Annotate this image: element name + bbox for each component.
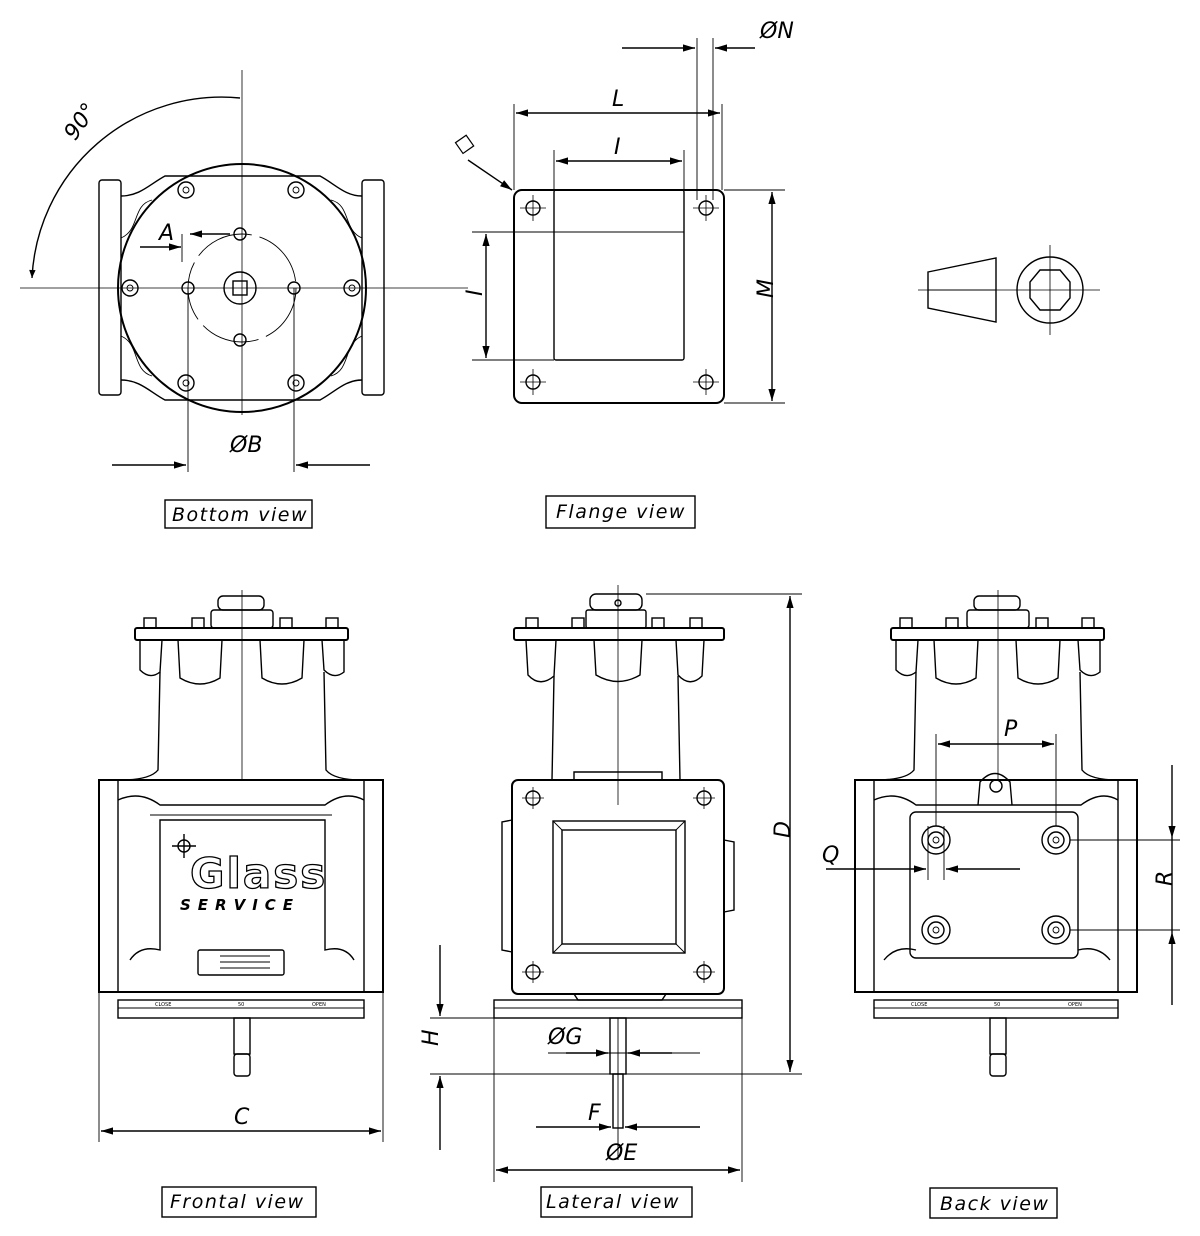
lateral-holes bbox=[522, 787, 715, 983]
dim-square-label: ◻ bbox=[449, 128, 478, 159]
back-view-caption: Back view bbox=[940, 1193, 1049, 1215]
dim-q-label: Q bbox=[822, 843, 839, 868]
frontal-scale-mid: 50 bbox=[238, 1002, 244, 1008]
bottom-view: 90° A bbox=[20, 70, 468, 529]
dim-e-label: ØE bbox=[605, 1141, 637, 1166]
dim-r-label: R bbox=[1153, 871, 1178, 886]
dim-a-label: A bbox=[157, 221, 174, 246]
flange-view-caption: Flange view bbox=[556, 501, 686, 523]
back-scale-mid: 50 bbox=[994, 1002, 1000, 1008]
flange-holes bbox=[520, 195, 719, 395]
dim-i-vertical-label: I bbox=[463, 290, 488, 297]
logo-sub: SERVICE bbox=[180, 896, 300, 914]
dim-i-horizontal-label: I bbox=[614, 135, 621, 160]
back-scale-open: OPEN bbox=[1068, 1002, 1082, 1008]
angle-label: 90° bbox=[60, 99, 103, 145]
back-scale-close: CLOSE bbox=[911, 1002, 927, 1008]
frontal-view-caption: Frontal view bbox=[170, 1191, 305, 1213]
dim-c-label: C bbox=[234, 1105, 250, 1130]
dim-l-label: L bbox=[612, 87, 624, 112]
glass-service-logo: Glass SERVICE bbox=[172, 834, 327, 914]
dim-m-label: M bbox=[754, 279, 779, 298]
dim-g-label: ØG bbox=[547, 1025, 582, 1050]
logo-brand: Glass bbox=[190, 849, 327, 898]
bottom-bolts bbox=[121, 181, 361, 392]
bottom-view-caption: Bottom view bbox=[172, 504, 308, 526]
dim-b-label: ØB bbox=[229, 433, 262, 458]
lateral-view: D H ØG F ØE Lateral view bbox=[419, 585, 802, 1218]
frontal-scale-open: OPEN bbox=[312, 1002, 326, 1008]
back-view: CLOSE 50 OPEN P Q R Back view bbox=[822, 590, 1180, 1219]
coupling-detail bbox=[918, 245, 1100, 335]
lateral-view-caption: Lateral view bbox=[546, 1191, 680, 1213]
dim-p-label: P bbox=[1004, 717, 1018, 742]
frontal-view: Glass SERVICE CLOSE 50 OPEN C Frontal vi… bbox=[98, 590, 384, 1218]
dim-h-label: H bbox=[419, 1029, 444, 1046]
dim-d-label: D bbox=[771, 821, 796, 838]
dim-f-label: F bbox=[588, 1101, 601, 1126]
frontal-scale-close: CLOSE bbox=[155, 1002, 171, 1008]
dim-n-label: ØN bbox=[759, 19, 794, 44]
flange-view: ◻ L I ØN I M Flange v bbox=[449, 19, 794, 529]
